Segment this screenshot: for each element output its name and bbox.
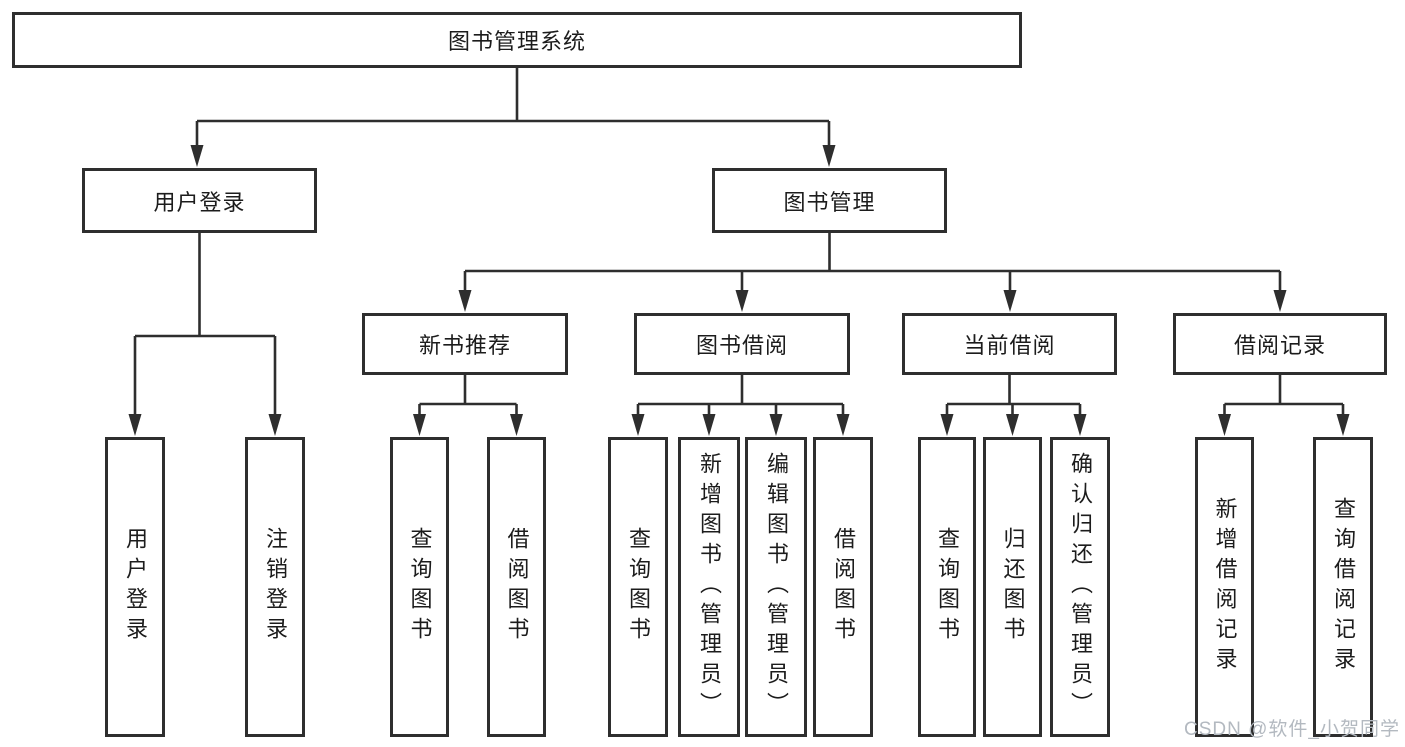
node-book-borrowing: 图书借阅 xyxy=(634,313,850,375)
leaf-query-books-current: 查询图书 xyxy=(918,437,976,737)
leaf-confirm-return-admin: 确认归还（管理员） xyxy=(1050,437,1110,737)
leaf-query-books-recommend: 查询图书 xyxy=(390,437,449,737)
node-book-management: 图书管理 xyxy=(712,168,947,233)
node-label: 查询图书 xyxy=(407,527,433,647)
node-label: 查询图书 xyxy=(935,527,960,647)
leaf-user-login: 用户登录 xyxy=(105,437,165,737)
leaf-add-borrow-record: 新增借阅记录 xyxy=(1195,437,1254,737)
node-label: 注销登录 xyxy=(263,527,288,647)
csdn-watermark: CSDN @软件_小贺同学 xyxy=(1184,719,1400,740)
node-label: 查询借阅记录 xyxy=(1331,497,1356,677)
node-current-borrowing: 当前借阅 xyxy=(902,313,1117,375)
leaf-borrow-books-recommend: 借阅图书 xyxy=(487,437,546,737)
node-label: 新增借阅记录 xyxy=(1212,497,1238,677)
node-label: 图书管理 xyxy=(783,189,876,215)
node-library-management-system: 图书管理系统 xyxy=(12,12,1022,68)
node-user-login: 用户登录 xyxy=(82,168,317,233)
leaf-add-books-admin: 新增图书（管理员） xyxy=(678,437,740,737)
node-label: 确认归还（管理员） xyxy=(1068,452,1093,722)
node-label: 借阅图书 xyxy=(504,527,530,647)
node-label: 归还图书 xyxy=(1000,527,1026,647)
leaf-query-books-borrowing: 查询图书 xyxy=(608,437,668,737)
node-label: 新书推荐 xyxy=(418,333,511,358)
node-label: 新增图书（管理员） xyxy=(697,452,722,722)
node-label: 借阅记录 xyxy=(1233,333,1326,358)
node-label: 用户登录 xyxy=(123,527,148,647)
node-borrowing-records: 借阅记录 xyxy=(1173,313,1387,375)
leaf-query-borrow-record: 查询借阅记录 xyxy=(1313,437,1373,737)
node-label: 图书借阅 xyxy=(695,333,788,358)
node-new-book-recommendation: 新书推荐 xyxy=(362,313,568,375)
leaf-logout: 注销登录 xyxy=(245,437,305,737)
node-label: 图书管理系统 xyxy=(447,29,586,54)
node-label: 查询图书 xyxy=(626,527,651,647)
node-label: 借阅图书 xyxy=(831,527,856,647)
leaf-borrow-books-borrowing: 借阅图书 xyxy=(813,437,873,737)
leaf-edit-books-admin: 编辑图书（管理员） xyxy=(745,437,807,737)
node-label: 编辑图书（管理员） xyxy=(764,452,789,722)
node-label: 当前借阅 xyxy=(963,333,1056,358)
leaf-return-books: 归还图书 xyxy=(983,437,1042,737)
node-label: 用户登录 xyxy=(153,189,246,215)
